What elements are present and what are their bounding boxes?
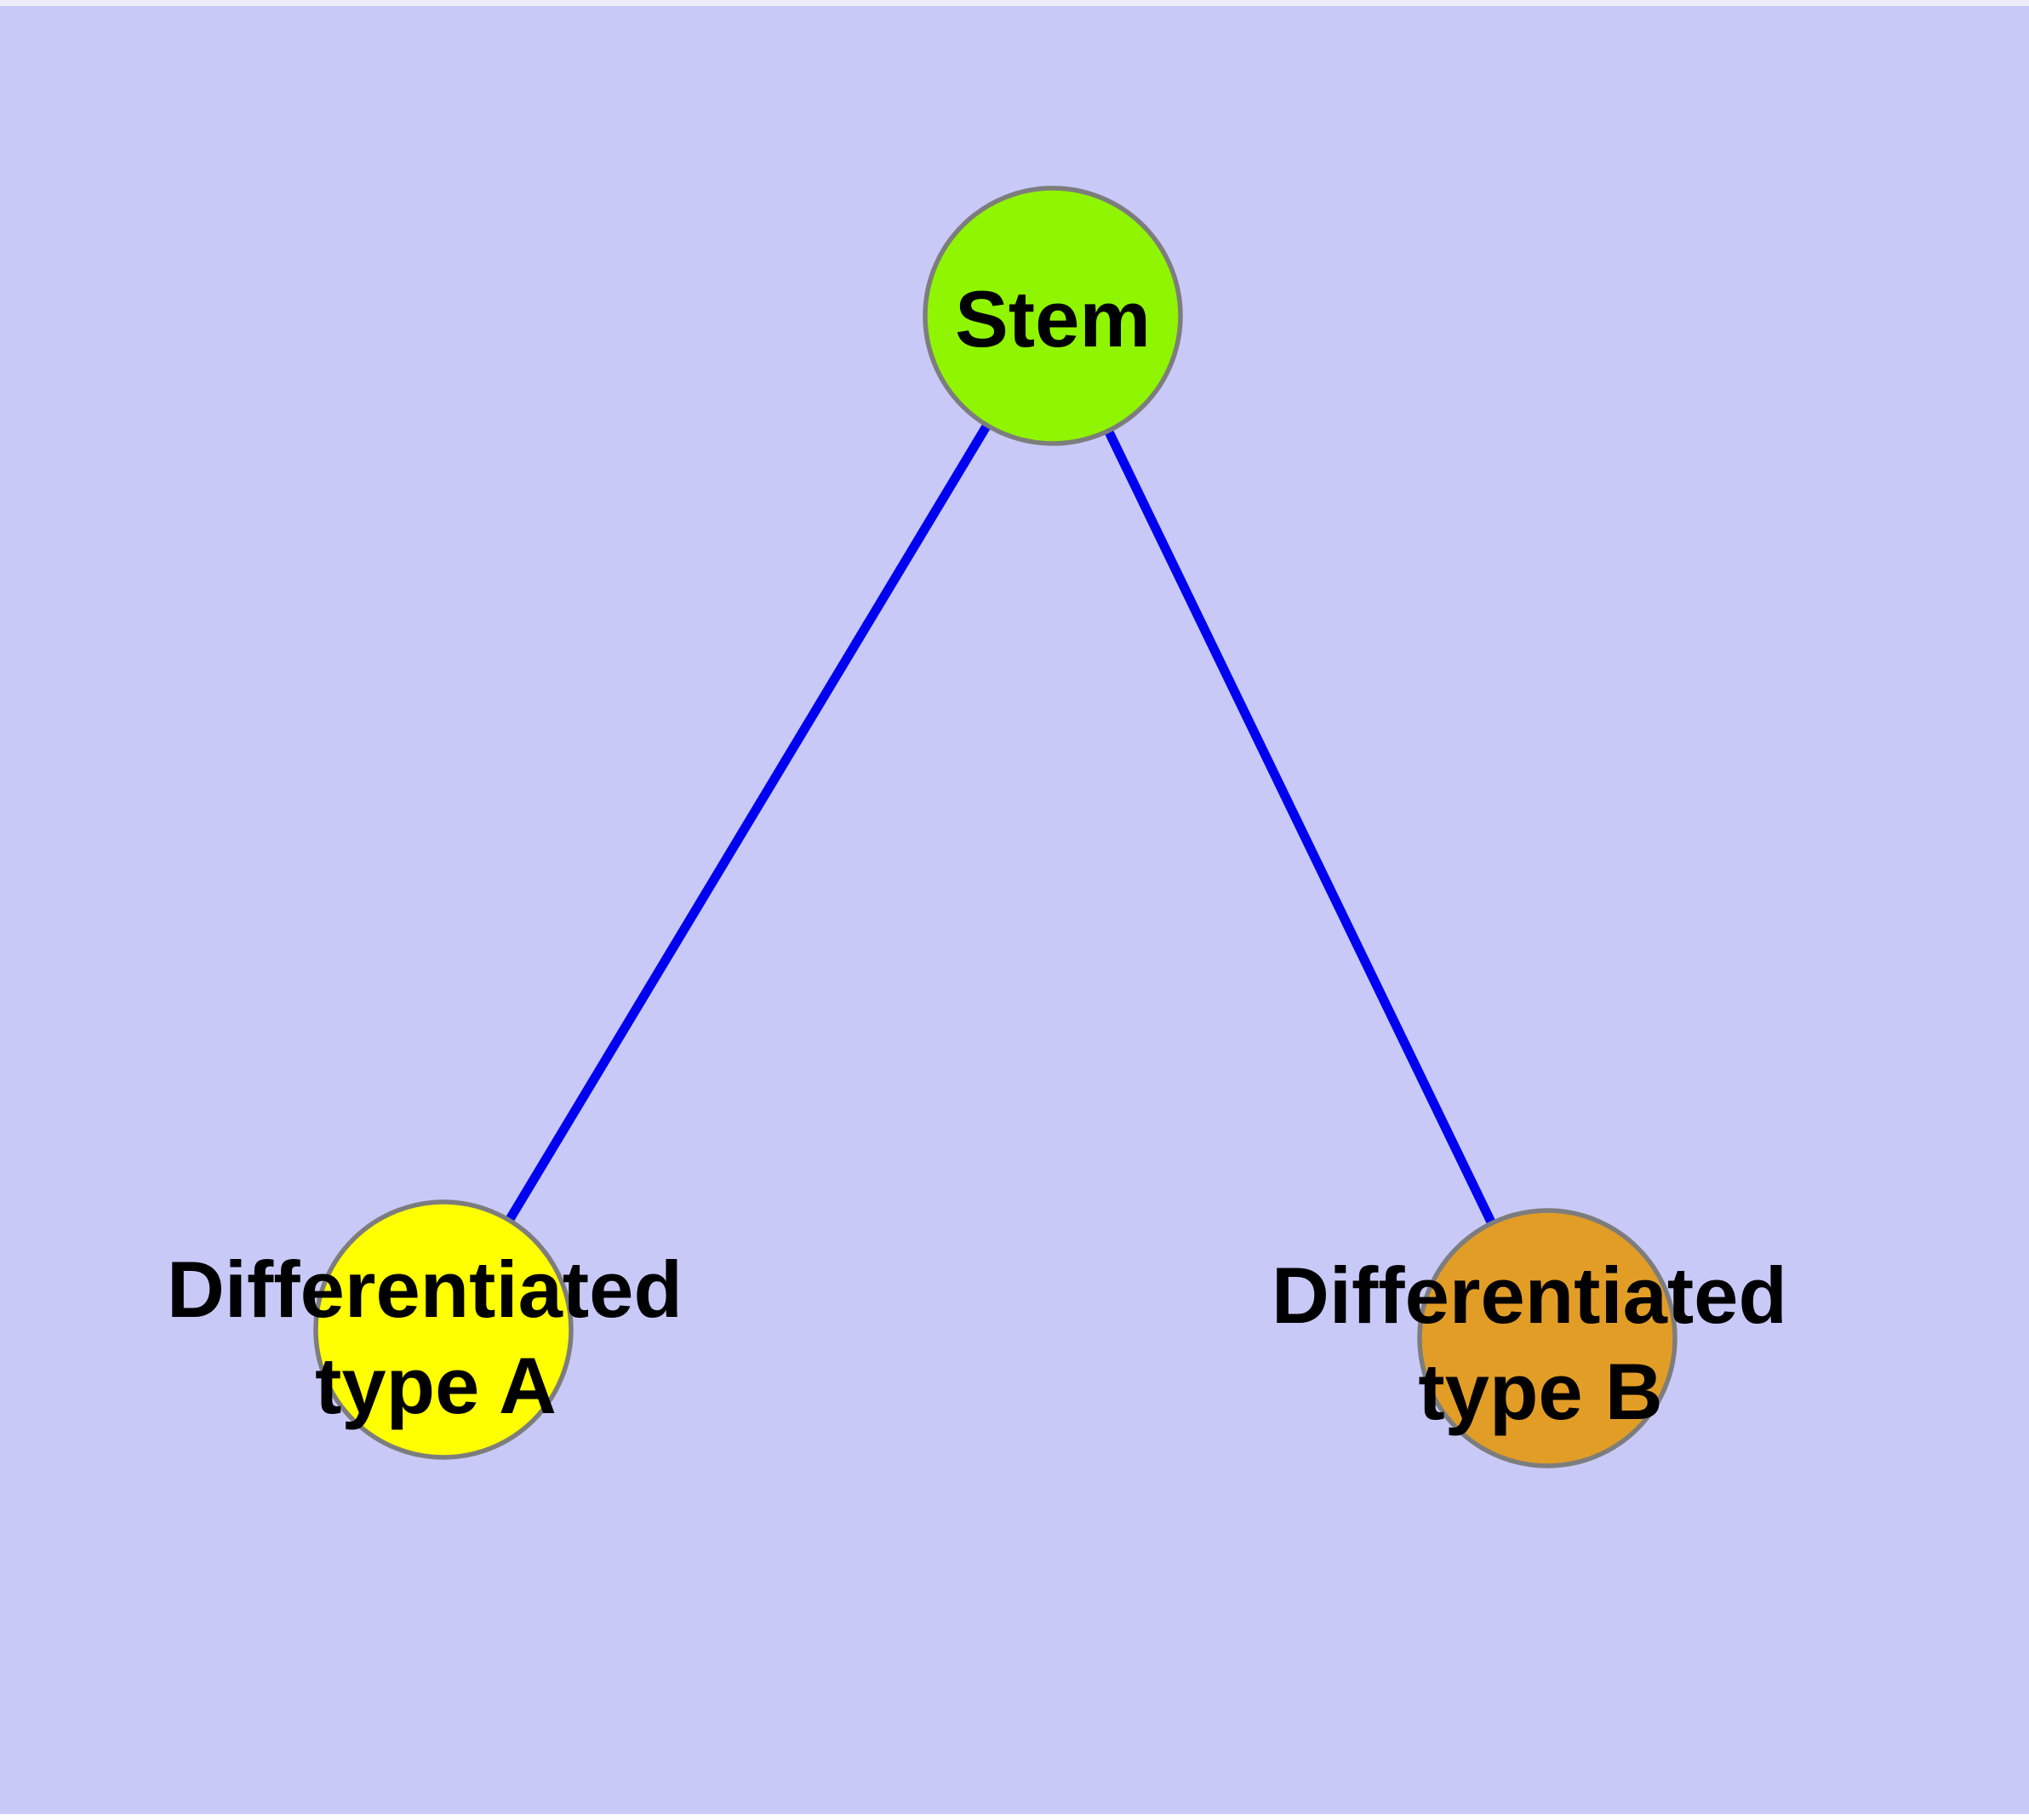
page-margin-bottom	[0, 1814, 2029, 1820]
page-margin-top	[0, 0, 2029, 6]
node-differentiated-type-b	[1417, 1208, 1677, 1468]
node-stem-label: Stem	[955, 274, 1151, 363]
edge-stem-to-type-b	[1049, 313, 1552, 1341]
node-differentiated-type-b-label: Differentiated type B	[1272, 1251, 1809, 1436]
node-b-label-line1: Differentiated	[1272, 1251, 1787, 1340]
node-a-label-line2: type A	[315, 1341, 557, 1430]
edge-stem-to-type-a	[439, 313, 1057, 1332]
node-differentiated-type-a	[313, 1199, 574, 1460]
node-differentiated-type-a-label: Differentiated type A	[167, 1245, 705, 1430]
node-stem	[923, 186, 1183, 446]
graph-svg: Stem Differentiated type A Differentiate…	[0, 6, 2029, 1814]
node-b-label-line2: type B	[1418, 1347, 1662, 1436]
node-stem-label-line1: Stem	[955, 274, 1151, 363]
node-a-label-line1: Differentiated	[167, 1245, 683, 1334]
